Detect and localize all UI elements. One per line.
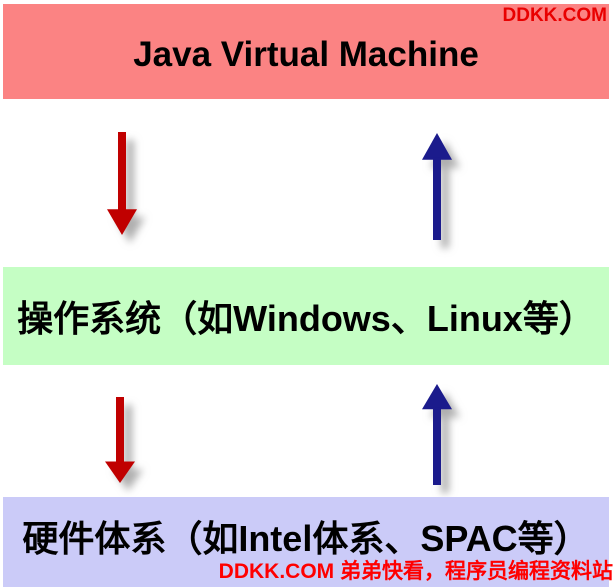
layer-hardware: 硬件体系（如Intel体系、SPAC等） (3, 497, 609, 587)
down-arrow-icon (107, 132, 137, 235)
watermark-top: DDKK.COM (502, 5, 608, 26)
layer-os-label: 操作系统（如Windows、Linux等） (17, 298, 595, 339)
up-arrow-icon (422, 384, 452, 485)
watermark-bottom: DDKK.COM 弟弟快看，程序员编程资料站 (218, 560, 613, 583)
up-arrow-icon (422, 133, 452, 240)
layer-jvm: Java Virtual Machine (3, 4, 609, 99)
down-arrow-icon (105, 397, 135, 483)
layer-jvm-label: Java Virtual Machine (133, 35, 479, 74)
layer-os: 操作系统（如Windows、Linux等） (3, 267, 609, 365)
layer-hardware-label: 硬件体系（如Intel体系、SPAC等） (22, 518, 590, 559)
